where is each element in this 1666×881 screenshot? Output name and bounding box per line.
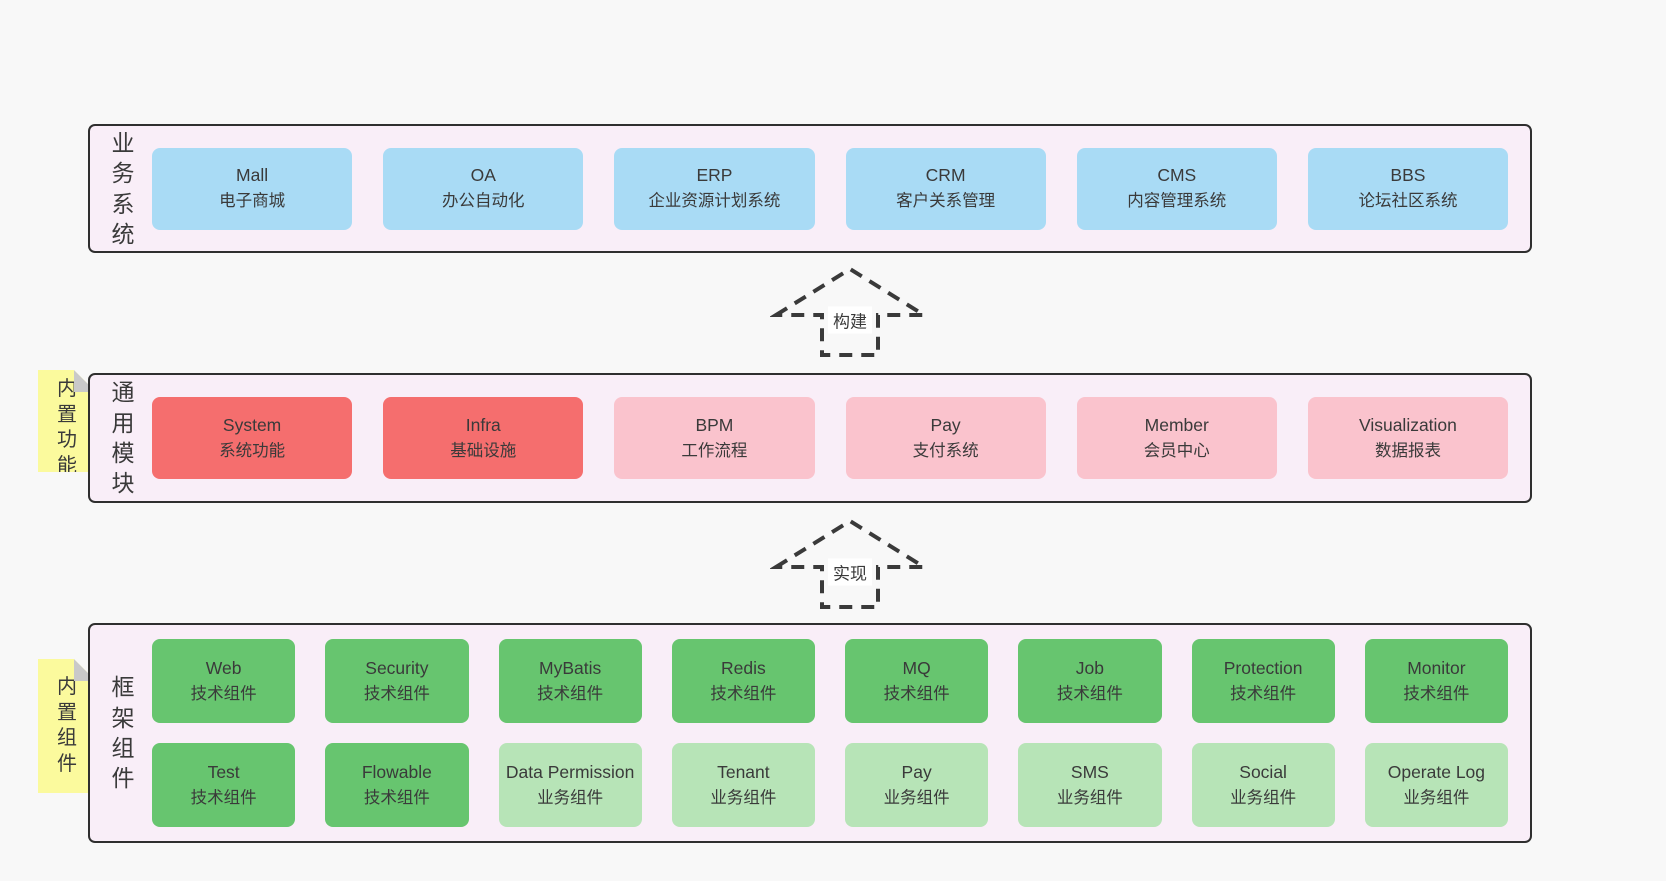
box-crm: CRM 客户关系管理 [845,147,1046,230]
box-mall: Mall 电子商城 [152,147,353,230]
box-mq: MQ 技术组件 [845,639,989,723]
implement-arrow: 实现 [770,517,930,611]
box-erp: ERP 企业资源计划系统 [614,147,815,230]
box-social: Social 业务组件 [1191,743,1335,827]
box-web: Web 技术组件 [152,639,296,723]
framework-components-grid: Web 技术组件 Security 技术组件 MyBatis 技术组件 Redi… [152,639,1508,827]
box-mybatis: MyBatis 技术组件 [498,639,642,723]
box-flowable: Flowable 技术组件 [325,743,469,827]
box-infra: Infra 基础设施 [383,397,584,479]
box-bbs: BBS 论坛社区系统 [1307,147,1509,230]
build-arrow-label: 构建 [828,306,872,334]
framework-components-container: 框架组件 Web 技术组件 Security 技术组件 MyBatis 技术组件… [88,623,1532,843]
box-pay-module: Pay 支付系统 [845,397,1046,479]
implement-arrow-label: 实现 [828,558,872,586]
framework-components-band: 内置组件 框架组件 Web 技术组件 Security 技术组件 MyBatis… [88,623,1532,843]
box-bpm: BPM 工作流程 [614,397,815,479]
box-data-permission: Data Permission 业务组件 [498,743,642,827]
business-systems-boxes: Mall 电子商城 OA 办公自动化 ERP 企业资源计划系统 CRM 客户关系… [152,147,1509,230]
box-protection: Protection 技术组件 [1191,639,1335,723]
box-cms: CMS 内容管理系统 [1076,147,1277,230]
business-systems-label: 业务系统 [111,129,135,247]
box-tenant: Tenant 业务组件 [671,743,815,827]
box-monitor: Monitor 技术组件 [1364,639,1508,723]
builtin-components-sticky-note: 内置组件 [38,659,96,793]
box-operate-log: Operate Log 业务组件 [1364,743,1508,827]
build-arrow: 构建 [770,265,930,359]
business-systems-container: 业务系统 Mall 电子商城 OA 办公自动化 ERP 企业资源计划系统 CRM… [88,124,1532,253]
box-job: Job 技术组件 [1018,639,1162,723]
box-pay-component: Pay 业务组件 [845,743,989,827]
box-test: Test 技术组件 [152,743,296,827]
box-oa: OA 办公自动化 [383,147,584,230]
common-modules-container: 通用模块 System 系统功能 Infra 基础设施 BPM 工作流程 Pay… [88,373,1532,503]
common-modules-boxes: System 系统功能 Infra 基础设施 BPM 工作流程 Pay 支付系统… [152,397,1509,479]
business-systems-band: 业务系统 Mall 电子商城 OA 办公自动化 ERP 企业资源计划系统 CRM… [88,124,1532,253]
box-redis: Redis 技术组件 [671,639,815,723]
common-modules-label: 通用模块 [111,379,135,497]
box-visualization: Visualization 数据报表 [1307,397,1509,479]
framework-components-label: 框架组件 [111,674,135,792]
builtin-features-sticky-note: 内置功能 [38,370,96,472]
box-system: System 系统功能 [152,397,353,479]
box-sms: SMS 业务组件 [1018,743,1162,827]
common-modules-band: 内置功能 通用模块 System 系统功能 Infra 基础设施 BPM 工作流… [88,373,1532,503]
box-security: Security 技术组件 [325,639,469,723]
box-member: Member 会员中心 [1076,397,1277,479]
